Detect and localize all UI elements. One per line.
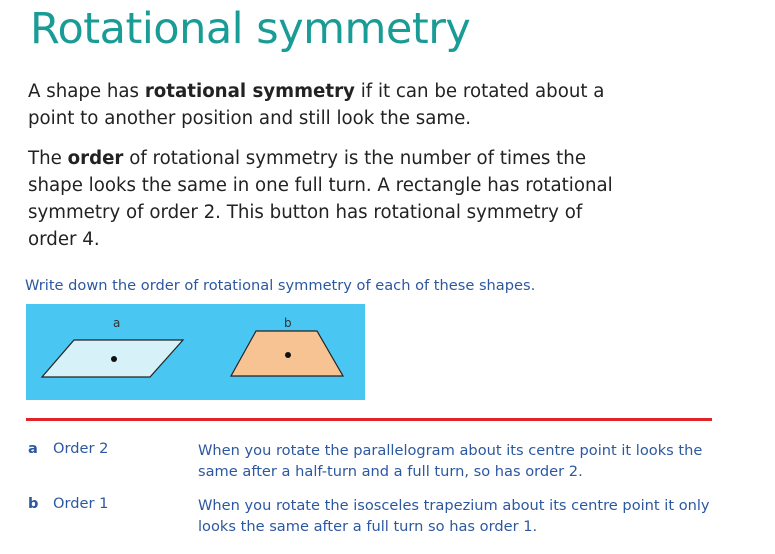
definition-text-end: if it can be rotated about a point to an… <box>28 81 605 129</box>
answer-letter-a: a <box>28 440 38 457</box>
question-text: Write down the order of rotational symme… <box>25 277 536 294</box>
shape-label-b: b <box>284 316 292 330</box>
definition-term: rotational symmetry <box>144 81 355 102</box>
order-text-end: of rotational symmetry is the number of … <box>28 148 613 250</box>
order-term: order <box>67 148 124 169</box>
order-text-start: The <box>28 148 68 169</box>
answer-explanation-b: When you rotate the isosceles trapezium … <box>198 497 710 535</box>
answer-order-a: Order 2 <box>53 440 109 457</box>
definition-text-start: A shape has <box>28 81 145 102</box>
order-paragraph: The order of rotational symmetry is the … <box>28 145 628 253</box>
shape-label-a: a <box>113 316 121 330</box>
page-title: Rotational symmetry <box>30 4 471 54</box>
shapes-panel: a b <box>26 304 365 400</box>
shapes-drawing <box>40 330 345 378</box>
parallelogram-centre-dot <box>111 356 117 362</box>
answer-letter-b: b <box>28 495 39 512</box>
answer-order-b: Order 1 <box>53 495 109 512</box>
trapezium-centre-dot <box>285 352 291 358</box>
definition-paragraph: A shape has rotational symmetry if it ca… <box>28 78 628 132</box>
divider-line <box>26 418 712 421</box>
answer-explanation-a: When you rotate the parallelogram about … <box>198 442 703 480</box>
